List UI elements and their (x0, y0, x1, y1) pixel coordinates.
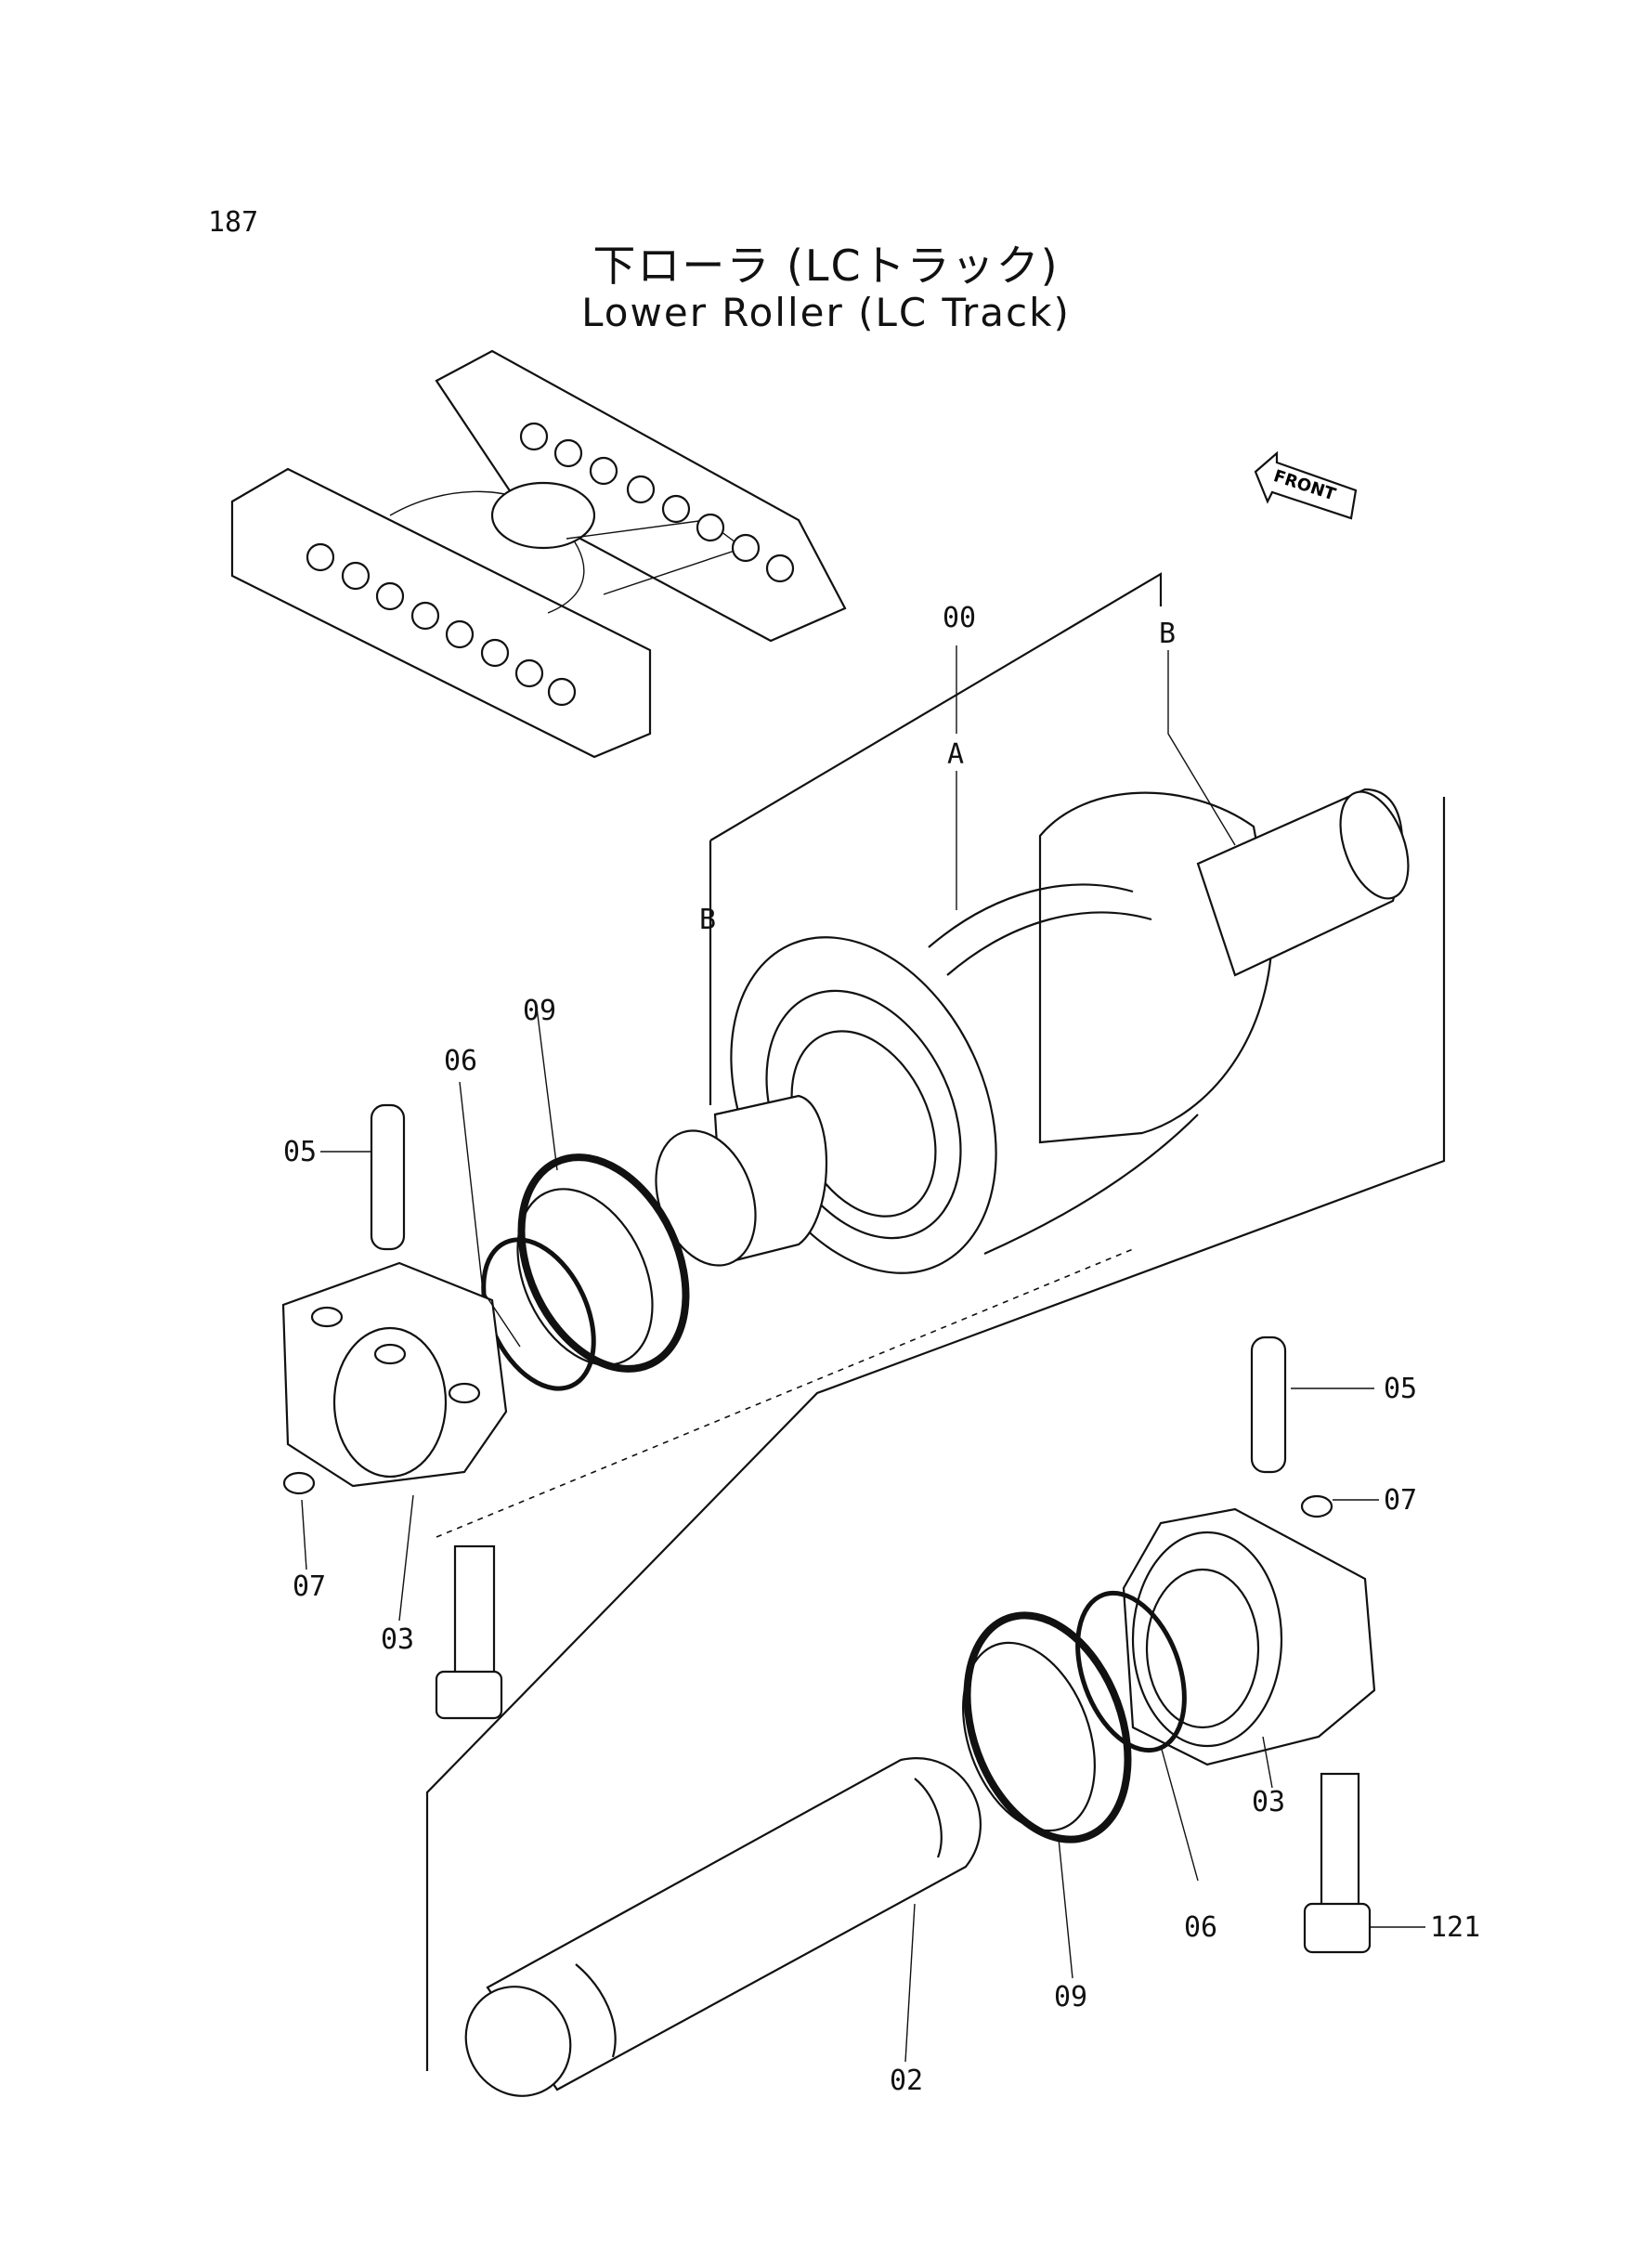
page-number: 187 (208, 206, 259, 239)
callout-detail-b-top: B (1159, 618, 1176, 650)
callout-plug-07-right: 07 (1384, 1484, 1417, 1517)
title-japanese: 下ローラ (LCトラック) (592, 241, 1060, 291)
pin-05-left (370, 1103, 406, 1251)
pin-05-right (1250, 1335, 1287, 1474)
plug-07-left (282, 1471, 316, 1495)
track-roller-row-upper (519, 422, 795, 583)
track-frame-thumbnail (230, 349, 847, 759)
title-english: Lower Roller (LC Track) (581, 290, 1071, 335)
callout-pin-05-right: 05 (1384, 1373, 1417, 1405)
callout-o-ring-06-right: 06 (1184, 1911, 1217, 1944)
callout-assembly-00: 00 (943, 602, 976, 634)
callout-detail-b-left: B (699, 904, 716, 936)
seal-09-right (962, 1611, 1132, 1844)
bolt-121-right (1303, 1772, 1372, 1954)
plug-07-right (1300, 1494, 1333, 1518)
callout-seal-09-left: 09 (523, 995, 556, 1027)
callout-bolt-121: 121 (1430, 1911, 1480, 1944)
callout-pin-05-left: 05 (283, 1136, 317, 1168)
callout-collar-03-left: 03 (381, 1623, 414, 1656)
collar-03-left (281, 1261, 508, 1488)
track-roller-row-lower (306, 542, 577, 707)
callout-detail-a: A (947, 738, 964, 771)
leader-lines (301, 645, 1425, 2063)
roller-wheel-00 (655, 788, 1410, 1274)
collar-03-right (1122, 1507, 1376, 1766)
front-direction-badge: FRONT (1254, 450, 1358, 520)
center-axis-line (436, 1248, 1134, 1538)
callout-seal-09-right: 09 (1054, 1981, 1087, 2013)
shaft-02 (464, 1757, 982, 2097)
callout-o-ring-06-left: 06 (444, 1045, 477, 1077)
bolt-left (435, 1544, 503, 1720)
o-ring-06-right (1075, 1590, 1187, 1753)
callout-collar-03-right: 03 (1252, 1786, 1285, 1818)
callout-shaft-02: 02 (890, 2065, 923, 2097)
callout-plug-07-left: 07 (293, 1570, 326, 1603)
